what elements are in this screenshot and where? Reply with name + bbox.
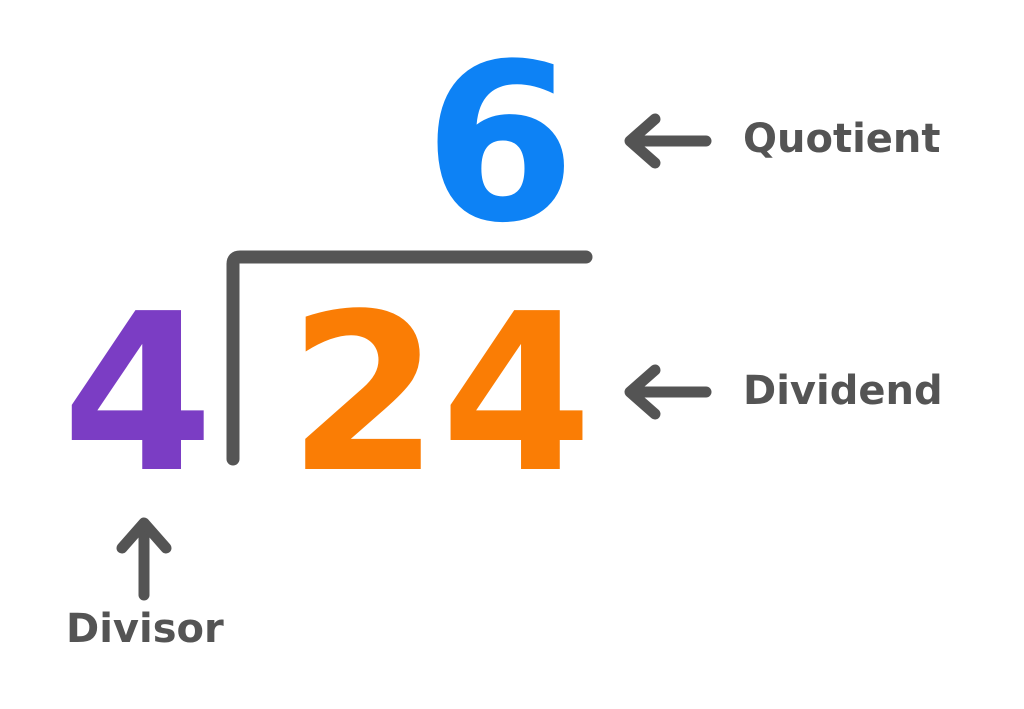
dividend-digits: 24 <box>288 268 594 521</box>
arrow-left-icon-quotient <box>624 113 712 169</box>
arrow-left-icon-dividend <box>624 364 712 420</box>
divisor-digit: 4 <box>62 268 214 521</box>
arrow-up-icon-divisor <box>116 517 172 601</box>
divisor-label: Divisor <box>66 606 224 652</box>
dividend-label: Dividend <box>743 368 943 414</box>
quotient-label: Quotient <box>743 116 941 162</box>
quotient-digit: 6 <box>424 18 576 271</box>
